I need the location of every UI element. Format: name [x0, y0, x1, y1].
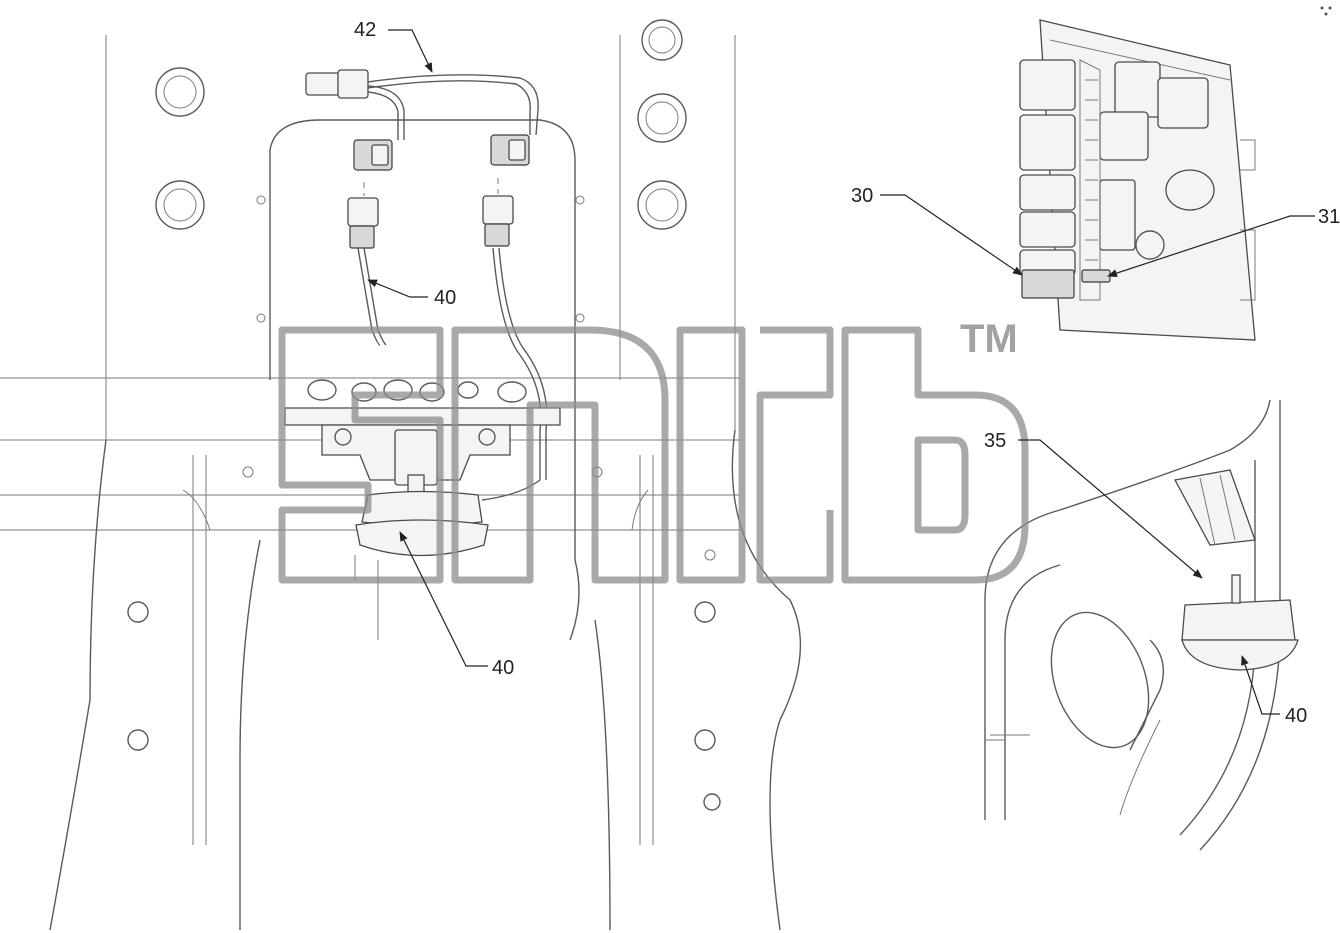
callout-42: 42 — [354, 19, 376, 41]
corner-mark — [1320, 6, 1332, 16]
callout-40-detail: 40 — [1285, 705, 1307, 727]
callout-labels: 42 40 40 30 31 35 40 — [354, 19, 1340, 727]
callout-31: 31 — [1318, 206, 1340, 228]
relay-board — [1019, 19, 1256, 341]
bolt-holes — [127, 19, 721, 811]
callout-leaders — [367, 29, 1315, 715]
watermark-logo: TM — [278, 317, 1029, 584]
callout-30: 30 — [851, 185, 873, 207]
wire-harness-42 — [305, 69, 539, 196]
callout-35: 35 — [984, 430, 1006, 452]
lamp-detail — [984, 399, 1299, 851]
callout-40-upper: 40 — [434, 287, 456, 309]
watermark-tm: TM — [960, 317, 1018, 361]
callout-40-lamp: 40 — [492, 657, 514, 679]
